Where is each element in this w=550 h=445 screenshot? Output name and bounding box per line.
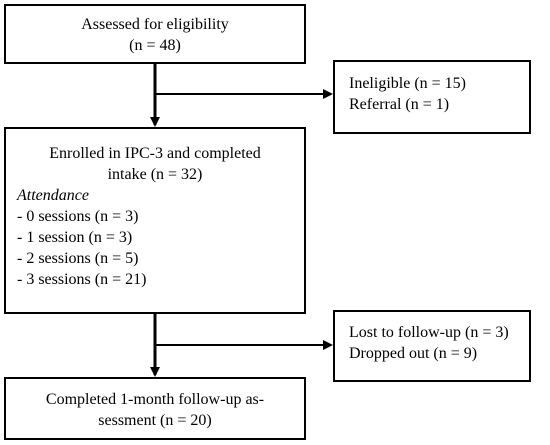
ineligible-box: Ineligible (n = 15) Referral (n = 1) — [333, 60, 531, 134]
assessed-box: Assessed for eligibility (n = 48) — [4, 4, 306, 64]
attendance-item: - 0 sessions (n = 3) — [17, 208, 139, 225]
attendance-item: - 1 session (n = 3) — [17, 229, 133, 246]
enrolled-title: Enrolled in IPC-3 and completed — [49, 145, 261, 162]
attendance-item: - 2 sessions (n = 5) — [17, 250, 139, 267]
referral-count: Referral (n = 1) — [349, 96, 450, 113]
completed-count: sessment (n = 20) — [98, 412, 212, 429]
assessed-count: (n = 48) — [129, 37, 181, 54]
attendance-item: - 3 sessions (n = 21) — [17, 271, 147, 288]
enrolled-count: intake (n = 32) — [107, 166, 203, 183]
ineligible-count: Ineligible (n = 15) — [349, 75, 466, 92]
lost-box: Lost to follow-up (n = 3) Dropped out (n… — [333, 310, 531, 382]
assessed-title: Assessed for eligibility — [81, 16, 229, 33]
completed-box: Completed 1-month follow-up as- sessment… — [4, 377, 306, 440]
enrolled-box: Enrolled in IPC-3 and completed intake (… — [4, 127, 306, 314]
dropped-count: Dropped out (n = 9) — [349, 345, 478, 362]
attendance-list: Attendance - 0 sessions (n = 3) - 1 sess… — [6, 185, 304, 290]
completed-title: Completed 1-month follow-up as- — [45, 391, 265, 408]
attendance-heading: Attendance — [17, 187, 89, 204]
lost-count: Lost to follow-up (n = 3) — [349, 324, 509, 341]
